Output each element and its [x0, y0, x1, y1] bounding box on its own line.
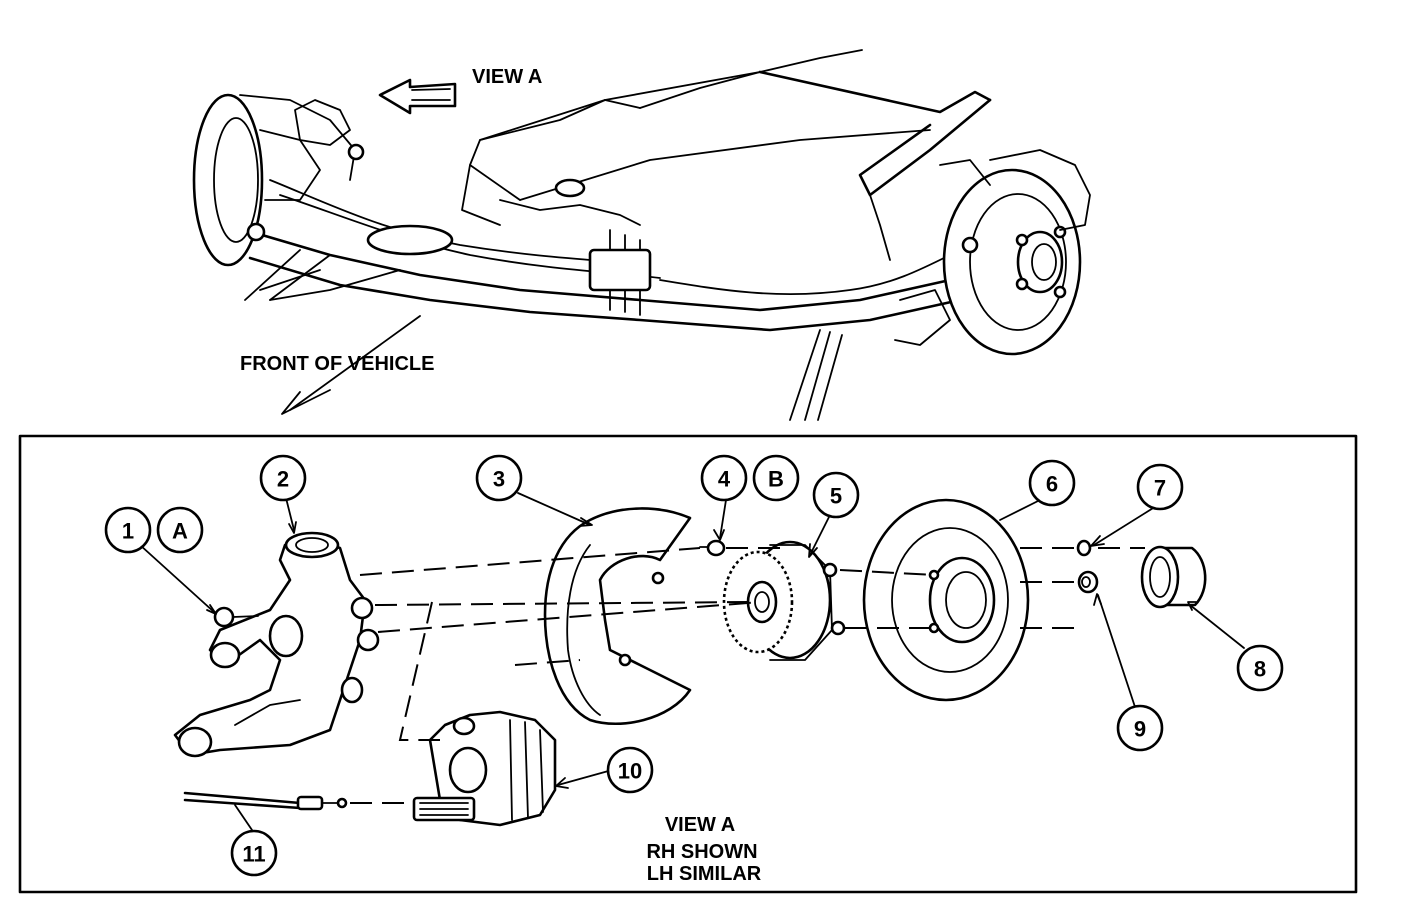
vehicle-underbody-illustration: [192, 49, 1091, 421]
callout-4: 4: [700, 454, 748, 502]
callout-11: 11: [230, 829, 278, 877]
dust-shield: [543, 507, 692, 726]
svg-text:B: B: [768, 467, 784, 492]
brake-caliper: [412, 710, 557, 827]
view-a-frame: [18, 434, 1358, 894]
svg-text:8: 8: [1254, 657, 1266, 682]
grease-cap: [1140, 545, 1207, 609]
callout-letter-b: B: [752, 454, 800, 502]
svg-text:7: 7: [1154, 476, 1166, 501]
callout-10: 10: [606, 746, 654, 794]
svg-text:2: 2: [277, 467, 289, 492]
svg-text:6: 6: [1046, 472, 1058, 497]
alignment-lines: [350, 547, 1145, 804]
parking-brake-cable: [183, 791, 348, 811]
svg-text:9: 9: [1134, 717, 1146, 742]
svg-text:A: A: [172, 519, 188, 544]
callout-1: 1: [104, 506, 152, 554]
leader-lines: [139, 492, 1245, 831]
svg-text:4: 4: [718, 467, 731, 492]
front-of-vehicle-label: FRONT OF VEHICLE: [240, 353, 434, 375]
callout-7: 7: [1136, 463, 1184, 511]
view-a-bottom-label: VIEW A: [665, 814, 735, 836]
svg-text:5: 5: [830, 484, 842, 509]
lh-similar-label: LH SIMILAR: [647, 863, 762, 885]
callout-6: 6: [1028, 459, 1076, 507]
svg-text:1: 1: [122, 519, 134, 544]
rh-shown-label: RH SHOWN: [646, 841, 757, 863]
hub-bearing-assembly: [722, 540, 846, 661]
washer-part-7: [1076, 539, 1092, 557]
svg-text:10: 10: [618, 759, 642, 784]
svg-text:3: 3: [493, 467, 505, 492]
bolt-part-4: [699, 539, 726, 557]
callout-letter-a: A: [156, 506, 204, 554]
callout-9: 9: [1116, 704, 1164, 752]
steering-knuckle: [173, 531, 380, 758]
callout-3: 3: [475, 454, 523, 502]
callout-8: 8: [1236, 644, 1284, 692]
callout-2: 2: [259, 454, 307, 502]
brake-rotor: [862, 498, 1030, 702]
nut-part-9: [1077, 570, 1099, 594]
callout-5: 5: [812, 471, 860, 519]
view-a-top-label: VIEW A: [472, 66, 542, 88]
svg-text:11: 11: [242, 842, 265, 867]
bolt-part-1: [213, 606, 259, 628]
